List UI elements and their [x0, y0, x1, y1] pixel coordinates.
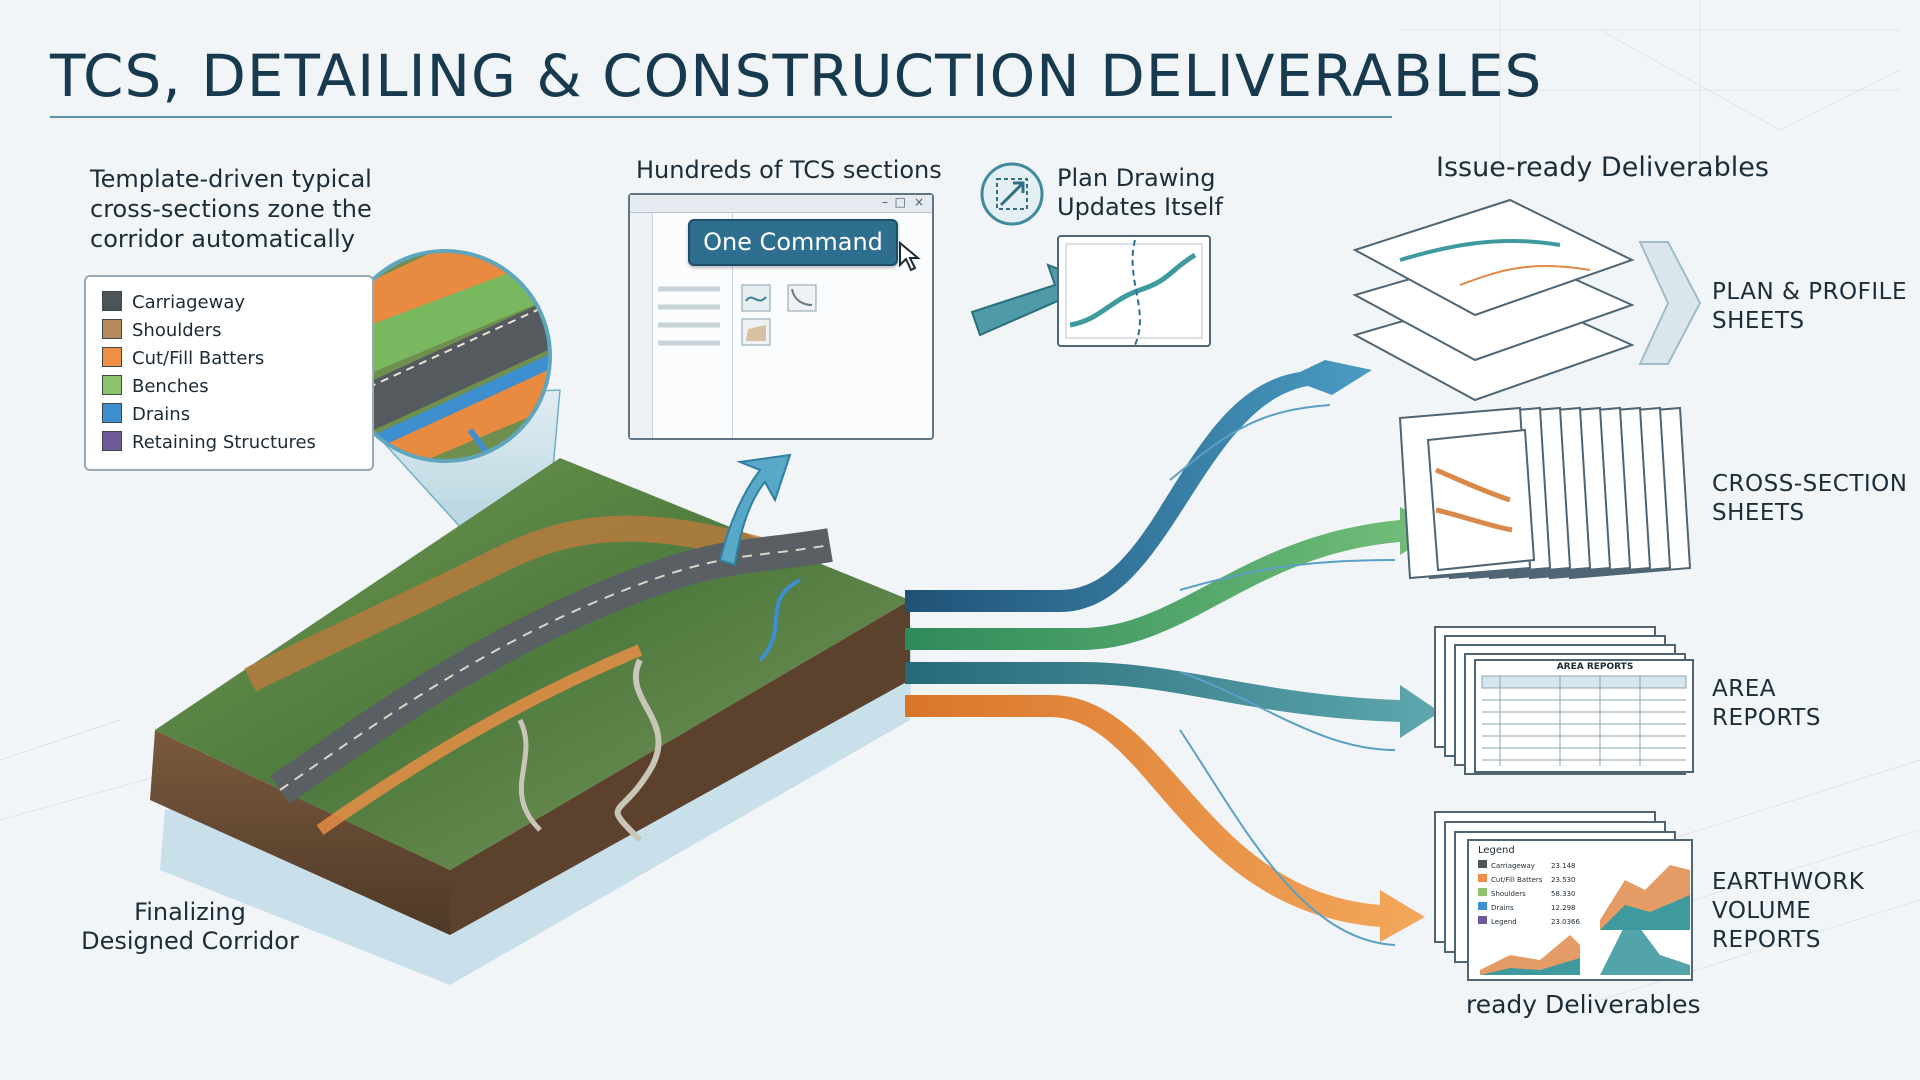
earthwork-row-value: 23.0366	[1551, 918, 1580, 926]
legend-swatch	[102, 291, 122, 311]
earthwork-row-value: 23.530	[1551, 876, 1576, 884]
earthwork-legend: Legend Carriageway 23.148 Cut/Fill Batter…	[1478, 845, 1596, 929]
earthwork-legend-title: Legend	[1478, 845, 1515, 856]
legend-swatch	[102, 431, 122, 451]
cross-section-profile	[1435, 467, 1511, 503]
legend-label: Cut/Fill Batters	[132, 348, 265, 369]
maximize-icon[interactable]: □	[894, 195, 906, 209]
magnifier-circle	[338, 249, 552, 463]
close-icon[interactable]: ×	[913, 195, 924, 209]
legend-item-benches: Benches	[102, 375, 209, 397]
corridor-label-line1: Finalizing	[134, 898, 246, 926]
legend-label: Carriageway	[132, 292, 246, 313]
section-thumb-2	[787, 284, 817, 312]
plan-profile-sheets	[1352, 198, 1635, 402]
legend-label: Retaining Structures	[132, 432, 316, 453]
cross-section-label-line2: SHEETS	[1712, 500, 1805, 526]
title-rule	[50, 116, 1392, 118]
plan-label-line1: Plan Drawing	[1057, 164, 1216, 192]
legend-swatch	[102, 347, 122, 367]
earthwork-charts	[1480, 865, 1690, 975]
earthwork-row-value: 58.330	[1551, 890, 1576, 898]
earthwork-row-label: Carriageway	[1491, 862, 1535, 870]
area-report-table	[1481, 675, 1687, 766]
tcs-window: – □ × One Command	[628, 193, 934, 440]
legend-item-batters: Cut/Fill Batters	[102, 347, 264, 369]
legend-swatch	[102, 403, 122, 423]
deliverables-footer: ready Deliverables	[1466, 990, 1701, 1019]
minimize-icon[interactable]: –	[882, 195, 888, 209]
earthwork-label-line3: REPORTS	[1712, 927, 1821, 953]
window-sidebar	[630, 213, 653, 438]
cross-section-sheets	[1398, 406, 1692, 580]
flow-cross-section	[905, 507, 1440, 650]
area-reports-label-line2: REPORTS	[1712, 705, 1821, 731]
legend-label: Shoulders	[132, 320, 222, 341]
legend-swatch	[1478, 874, 1487, 882]
earthwork-label-line1: EARTHWORK	[1712, 869, 1865, 895]
legend-swatch	[102, 375, 122, 395]
earthwork-row-label: Drains	[1491, 904, 1514, 912]
mouse-cursor-icon	[899, 241, 921, 272]
plan-drawing-sheet	[1057, 235, 1211, 347]
legend-swatch	[1478, 860, 1487, 868]
legend-swatch	[1478, 888, 1487, 896]
plan-profile-label-line2: SHEETS	[1712, 308, 1805, 334]
plan-profile-label-line1: PLAN & PROFILE	[1712, 279, 1908, 305]
legend-swatch	[1478, 916, 1487, 924]
legend-item-shoulders: Shoulders	[102, 319, 222, 341]
background-grid	[0, 0, 1920, 1001]
plan-label-line2: Updates Itself	[1057, 193, 1223, 221]
earthwork-row-value: 12.298	[1551, 904, 1576, 912]
area-report-heading: AREA REPORTS	[1556, 662, 1634, 672]
earthwork-legend-row: Carriageway 23.148	[1478, 859, 1596, 873]
area-reports-label-line1: AREA	[1712, 676, 1776, 702]
plan-profile-chevron	[1638, 241, 1702, 365]
legend-item-carriageway: Carriageway	[102, 291, 245, 313]
earthwork-legend-row: Shoulders 58.330	[1478, 887, 1596, 901]
flow-ribbons	[905, 360, 1440, 946]
legend-label: Drains	[132, 404, 191, 425]
earthwork-legend-row: Drains 12.298	[1478, 901, 1596, 915]
tcs-caption: Hundreds of TCS sections	[636, 156, 942, 184]
window-content	[658, 284, 817, 346]
cross-section-profile-2	[1435, 507, 1513, 533]
one-command-button[interactable]: One Command	[688, 219, 898, 266]
earthwork-row-value: 23.148	[1551, 862, 1576, 870]
window-titlebar: – □ ×	[630, 195, 932, 213]
flow-area-reports	[905, 662, 1440, 738]
earthwork-row-label: Shoulders	[1491, 890, 1526, 898]
corridor-up-arrow	[718, 453, 792, 567]
legend-item-retaining: Retaining Structures	[102, 431, 316, 453]
cross-section-label-line1: CROSS-SECTION	[1712, 471, 1908, 497]
earthwork-row-label: Cut/Fill Batters	[1491, 876, 1543, 884]
deliverables-title: Issue-ready Deliverables	[1436, 152, 1769, 183]
corridor-label-line2: Designed Corridor	[81, 927, 299, 955]
legend-item-drains: Drains	[102, 403, 190, 425]
zone-legend: Carriageway Shoulders Cut/Fill Batters B…	[84, 275, 374, 471]
earthwork-row-label: Legend	[1491, 918, 1517, 926]
earthwork-legend-row: Cut/Fill Batters 23.530	[1478, 873, 1596, 887]
window-splitter	[732, 213, 733, 438]
earthwork-label-line2: VOLUME	[1712, 898, 1812, 924]
legend-swatch	[1478, 902, 1487, 910]
legend-label: Benches	[132, 376, 209, 397]
flow-earthwork	[905, 695, 1425, 942]
flow-plan-profile	[905, 360, 1372, 612]
page-title: TCS, DETAILING & CONSTRUCTION DELIVERABL…	[50, 42, 1543, 110]
terrain-block	[150, 458, 912, 985]
legend-swatch	[102, 319, 122, 339]
intro-text: Template-driven typical cross-sections z…	[90, 165, 372, 253]
earthwork-legend-row: Legend 23.0366	[1478, 915, 1596, 929]
plan-update-icon	[980, 162, 1044, 226]
